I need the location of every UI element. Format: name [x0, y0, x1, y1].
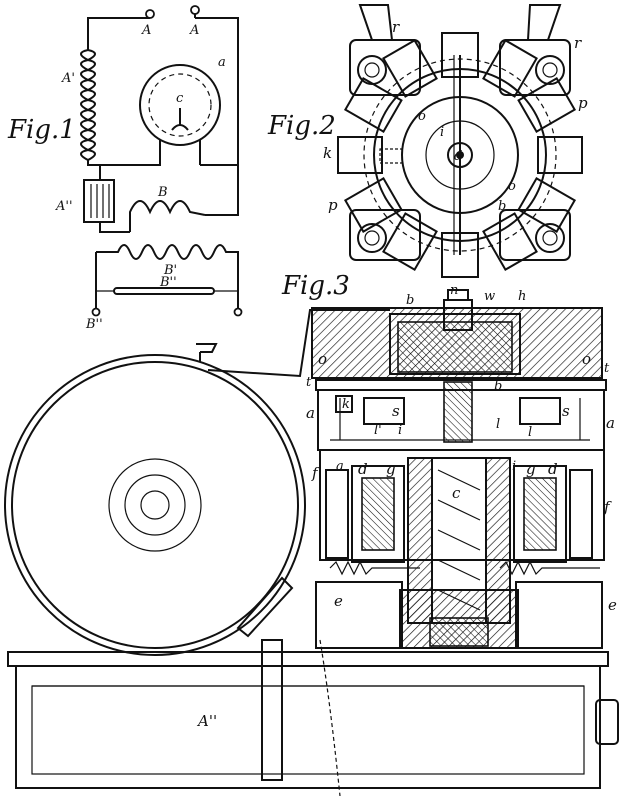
fig3-label-d-left: d [358, 460, 368, 478]
fig3-label-o-right: o [582, 350, 591, 368]
fig1-label-b: B [157, 185, 168, 200]
fig2-pole-pieces [337, 32, 583, 278]
figure-2-rotor-view: Fig.2 r r [267, 4, 588, 278]
fig1-wire-condenser-bottom [99, 222, 130, 233]
fig1-coil-a-prime [80, 49, 96, 161]
fig1-wire-right [195, 17, 239, 166]
fig1-label-c: c [176, 91, 184, 106]
fig1-label-coil: A' [61, 71, 75, 86]
fig3-label-l-right2: l [528, 425, 532, 440]
figure-3-section: Fig.3 b n w h o o t t b [4, 271, 619, 797]
fig1-break-wheel-outer [139, 64, 221, 146]
fig2-label-p-left: p [328, 196, 338, 214]
fig1-label-a-left: A [141, 23, 151, 38]
fig3-spring-left [329, 560, 420, 576]
fig3-label-base: A'' [196, 712, 217, 730]
fig1-break-wheel-teeth [148, 73, 212, 137]
fig1-label-a-wheel: a [218, 55, 226, 70]
fig1-label-terminal-b: B'' [85, 317, 103, 332]
fig3-label-w: w [484, 289, 495, 304]
fig3-label-i-right: i [512, 459, 516, 474]
fig3-label-g-right: g [526, 460, 536, 478]
fig2-label-r-left: r [392, 18, 400, 36]
fig1-contact-c [171, 108, 189, 131]
fig2-label-o-lower: o [508, 179, 516, 194]
fig3-spring-right [499, 560, 600, 576]
fig3-base-frame [7, 639, 619, 797]
fig1-primary-b [129, 200, 206, 232]
fig3-label-l-left: l' [374, 423, 382, 438]
fig3-contact-k [335, 395, 353, 413]
fig3-spiral-c [437, 469, 481, 611]
fig3-label-a-right: a [606, 414, 615, 432]
fig2-label-d: d [454, 149, 462, 164]
fig3-label-t-right: t [604, 361, 610, 376]
fig1-terminal-b-left [91, 307, 101, 317]
fig3-label-k: k [342, 397, 350, 412]
fig1-wire-top-left [87, 17, 150, 50]
fig2-title: Fig.2 [267, 111, 336, 141]
fig1-terminal-b-right [233, 307, 243, 317]
fig3-label-f-right: f [603, 498, 612, 516]
fig3-label-l-right1: l [496, 417, 500, 432]
fig2-label-b: b [498, 199, 506, 214]
fig3-label-a-left: a [306, 404, 315, 422]
fig3-label-d-right: d [548, 460, 558, 478]
fig3-label-s-right: s [562, 402, 570, 420]
fig3-label-i-left: i [398, 423, 402, 438]
fig3-lower-casting [399, 589, 519, 649]
fig1-terminal-a-left [145, 9, 155, 19]
fig2-label-o-upper: o [418, 109, 426, 124]
fig1-title: Fig.1 [7, 115, 76, 145]
fig1-terminal-a-right [190, 5, 200, 15]
fig3-label-e-right: e [608, 596, 617, 614]
fig1-label-a-right: A [189, 23, 199, 38]
fig3-label-o-left: o [318, 350, 327, 368]
fig1-label-b-prime: B' [163, 263, 177, 278]
fig3-spring-s-left [363, 397, 405, 425]
fig3-side-knob [595, 699, 619, 745]
fig2-mounting-lugs [349, 4, 571, 261]
fig3-label-a-low: a [336, 459, 344, 474]
figure-1-circuit: Fig.1 A A A' c a A'' B [7, 5, 243, 332]
fig2-label-p-right: p [578, 94, 588, 112]
fig3-label-s-left: s [392, 402, 400, 420]
fig3-label-g-left: g [386, 460, 396, 478]
fig3-title: Fig.3 [281, 271, 350, 301]
fig2-label-r-right: r [574, 34, 582, 52]
fig3-label-c: c [452, 484, 461, 502]
fig1-label-tube: B'' [159, 275, 177, 290]
fig3-wheel-bracket [236, 576, 294, 638]
fig1-secondary-b-prime [96, 244, 232, 260]
fig3-label-t-left: t [306, 375, 312, 390]
fig3-dashed-lead [319, 639, 341, 797]
fig2-contact-k [379, 148, 403, 164]
fig3-wheel-brush [196, 343, 218, 362]
fig2-label-k: k [323, 144, 332, 162]
fig3-mount-bolt [261, 639, 283, 781]
fig3-shaft-collar [443, 381, 473, 443]
fig2-label-i: i [440, 125, 444, 140]
fig3-cup-e-left [315, 581, 403, 649]
fig3-label-b-mid: b [494, 379, 502, 394]
fig3-label-b-top: b [406, 293, 414, 308]
fig3-label-h: h [518, 289, 526, 304]
fig3-field-coils [325, 465, 593, 563]
fig3-motor-housing [319, 449, 605, 561]
fig3-spring-s-right [519, 397, 561, 425]
fig1-wire-to-primary [205, 165, 239, 216]
fig3-label-n: n [450, 283, 458, 298]
fig3-cup-e-right [515, 581, 603, 649]
fig3-drum-wheel [4, 343, 306, 656]
fig3-label-e-left: e [334, 592, 343, 610]
fig1-wire-coil-bottom [87, 140, 161, 166]
fig3-cap-b [389, 313, 521, 375]
fig3-label-f-left: f [311, 464, 320, 482]
fig1-label-condenser: A'' [55, 199, 73, 214]
